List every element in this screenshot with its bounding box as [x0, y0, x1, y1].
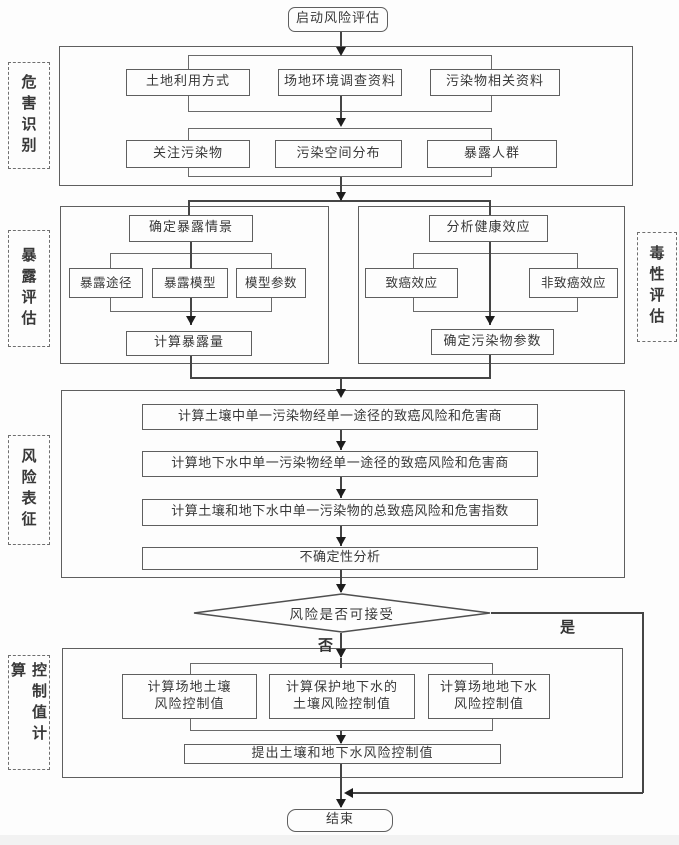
connector — [642, 612, 644, 793]
decision-diamond: 风险是否可接受 — [192, 593, 492, 633]
connector — [489, 200, 491, 216]
connector — [340, 633, 342, 657]
section-label-control: 控制值计算 — [8, 655, 50, 770]
node-model-parameters: 模型参数 — [236, 268, 306, 298]
section-label-exposure: 暴露评估 — [8, 230, 50, 347]
arrowhead-down-icon — [336, 489, 346, 498]
node-exposed-population: 暴露人群 — [427, 140, 557, 168]
node-uncertainty-analysis: 不确定性分析 — [142, 547, 538, 570]
node-carcinogenic-effect: 致癌效应 — [365, 268, 458, 298]
node-pollutants-of-concern: 关注污染物 — [126, 140, 250, 168]
node-pollutant-parameters: 确定污染物参数 — [431, 329, 554, 355]
connector — [340, 764, 342, 807]
node-exposure-model: 暴露模型 — [152, 268, 228, 298]
arrowhead-down-icon — [336, 735, 346, 744]
node-exposure-pathway: 暴露途径 — [69, 268, 143, 298]
node-health-effects: 分析健康效应 — [429, 215, 548, 242]
connector — [188, 200, 190, 216]
node-protect-groundwater-soil-control-value: 计算保护地下水的 土壤风险控制值 — [269, 674, 415, 719]
arrowhead-down-icon — [186, 316, 196, 325]
arrowhead-down-icon — [336, 192, 346, 201]
arrowhead-down-icon — [336, 389, 346, 398]
node-pollutant-data: 污染物相关资料 — [430, 69, 560, 96]
decision-label: 风险是否可接受 — [289, 607, 395, 623]
arrowhead-down-icon — [336, 584, 346, 593]
node-soil-single-risk: 计算土壤中单一污染物经单一途径的致癌风险和危害商 — [142, 404, 538, 430]
connector — [352, 792, 643, 794]
node-land-use: 土地利用方式 — [126, 69, 250, 96]
node-groundwater-control-value: 计算场地地下水 风险控制值 — [428, 674, 550, 719]
node-total-risk: 计算土壤和地下水中单一污染物的总致癌风险和危害指数 — [142, 499, 538, 526]
arrowhead-down-icon — [336, 441, 346, 450]
connector — [340, 430, 342, 450]
section-exposure-container — [60, 206, 329, 364]
section-label-hazard: 危害识别 — [8, 62, 50, 169]
arrowhead-down-icon — [336, 118, 346, 127]
node-groundwater-single-risk: 计算地下水中单一污染物经单一途径的致癌风险和危害商 — [142, 451, 538, 477]
node-propose-control-values: 提出土壤和地下水风险控制值 — [184, 744, 501, 764]
start-node: 启动风险评估 — [288, 7, 388, 32]
arrowhead-down-icon — [485, 316, 495, 325]
section-toxicity-container — [358, 206, 625, 364]
connector — [340, 96, 342, 124]
connector — [340, 32, 342, 48]
section-label-toxicity: 毒性评估 — [637, 232, 677, 342]
connector — [340, 526, 342, 546]
section-control-container — [62, 648, 623, 778]
edge-label-no: 否 — [318, 636, 334, 654]
arrowhead-down-icon — [336, 649, 346, 658]
section-label-characterization: 风险表征 — [8, 435, 50, 545]
edge-label-yes: 是 — [560, 618, 576, 636]
node-site-survey-data: 场地环境调查资料 — [278, 69, 402, 96]
end-node: 结束 — [287, 809, 393, 832]
connector — [340, 658, 342, 668]
footer-strip — [0, 835, 679, 845]
connector — [340, 177, 342, 201]
arrowhead-down-icon — [336, 47, 346, 56]
node-exposure-scenario: 确定暴露情景 — [129, 215, 253, 242]
arrowhead-down-icon — [336, 799, 346, 808]
connector — [340, 477, 342, 498]
connector — [489, 242, 491, 325]
node-soil-control-value: 计算场地土壤 风险控制值 — [122, 674, 257, 719]
connector — [340, 377, 342, 395]
connector — [190, 356, 192, 379]
connector — [489, 355, 491, 379]
arrowhead-left-icon — [344, 788, 353, 798]
section-hazard-container — [59, 46, 633, 186]
connector — [491, 612, 643, 614]
connector — [340, 570, 342, 592]
node-calc-exposure: 计算暴露量 — [126, 331, 252, 356]
node-pollution-spatial-distribution: 污染空间分布 — [275, 140, 402, 168]
node-noncarcinogenic-effect: 非致癌效应 — [529, 268, 618, 298]
arrowhead-down-icon — [336, 537, 346, 546]
